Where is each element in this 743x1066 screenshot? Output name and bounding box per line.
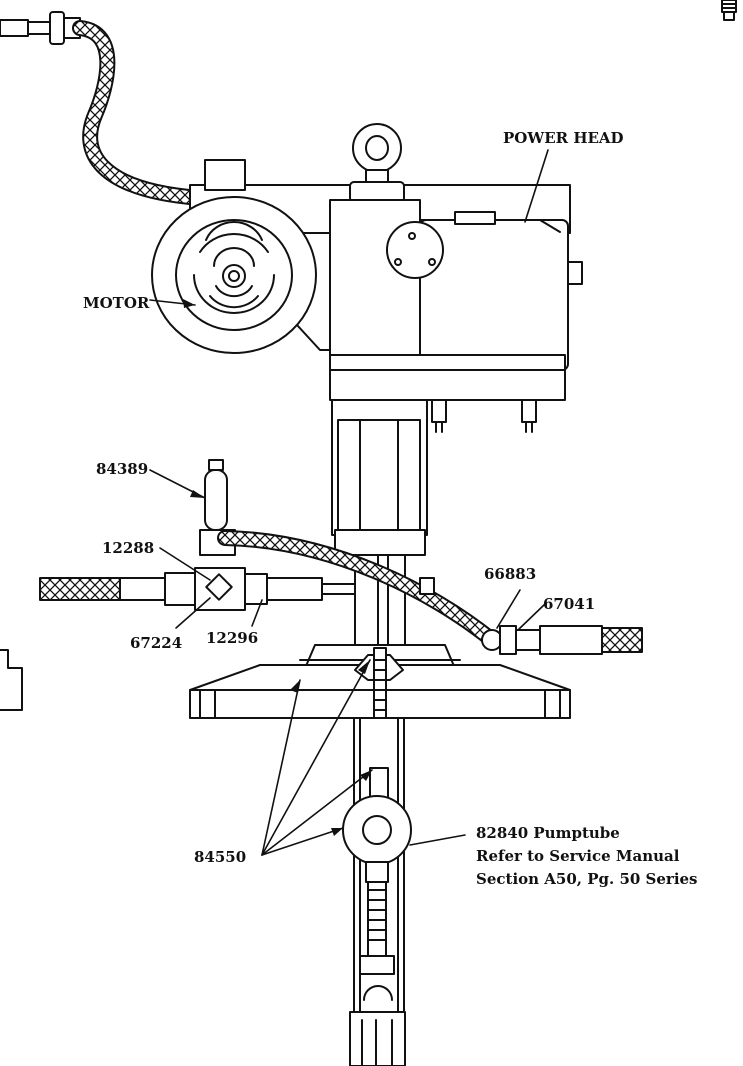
lifting-eye-bolt xyxy=(349,123,405,203)
label-pumptube-line1: 82840 Pumptube xyxy=(476,824,620,842)
label-motor: MOTOR xyxy=(83,294,150,312)
pump-tube xyxy=(342,717,412,1066)
label-power-head: POWER HEAD xyxy=(503,129,624,147)
wing-nut-stud xyxy=(354,647,404,739)
label-part-84389: 84389 xyxy=(96,460,149,478)
label-part-12296: 12296 xyxy=(206,629,259,647)
drum-edge-fragment xyxy=(0,649,23,711)
label-part-67224: 67224 xyxy=(130,634,183,652)
label-pumptube-line2: Refer to Service Manual xyxy=(476,847,680,865)
label-part-66883: 66883 xyxy=(484,565,537,583)
label-part-67041: 67041 xyxy=(543,595,596,613)
corner-fitting xyxy=(721,0,737,21)
right-fitting-assembly xyxy=(419,577,643,655)
leader-lines xyxy=(149,149,549,856)
label-pumptube-line3: Section A50, Pg. 50 Series xyxy=(476,870,698,888)
pump-column xyxy=(331,399,428,646)
label-part-12288: 12288 xyxy=(102,539,155,557)
label-part-84550: 84550 xyxy=(194,848,247,866)
cable-fitting xyxy=(0,11,81,45)
motor-housing xyxy=(151,196,317,354)
leader-arrowheads xyxy=(183,299,372,836)
power-head xyxy=(329,199,583,433)
left-fitting-assembly xyxy=(39,459,356,611)
